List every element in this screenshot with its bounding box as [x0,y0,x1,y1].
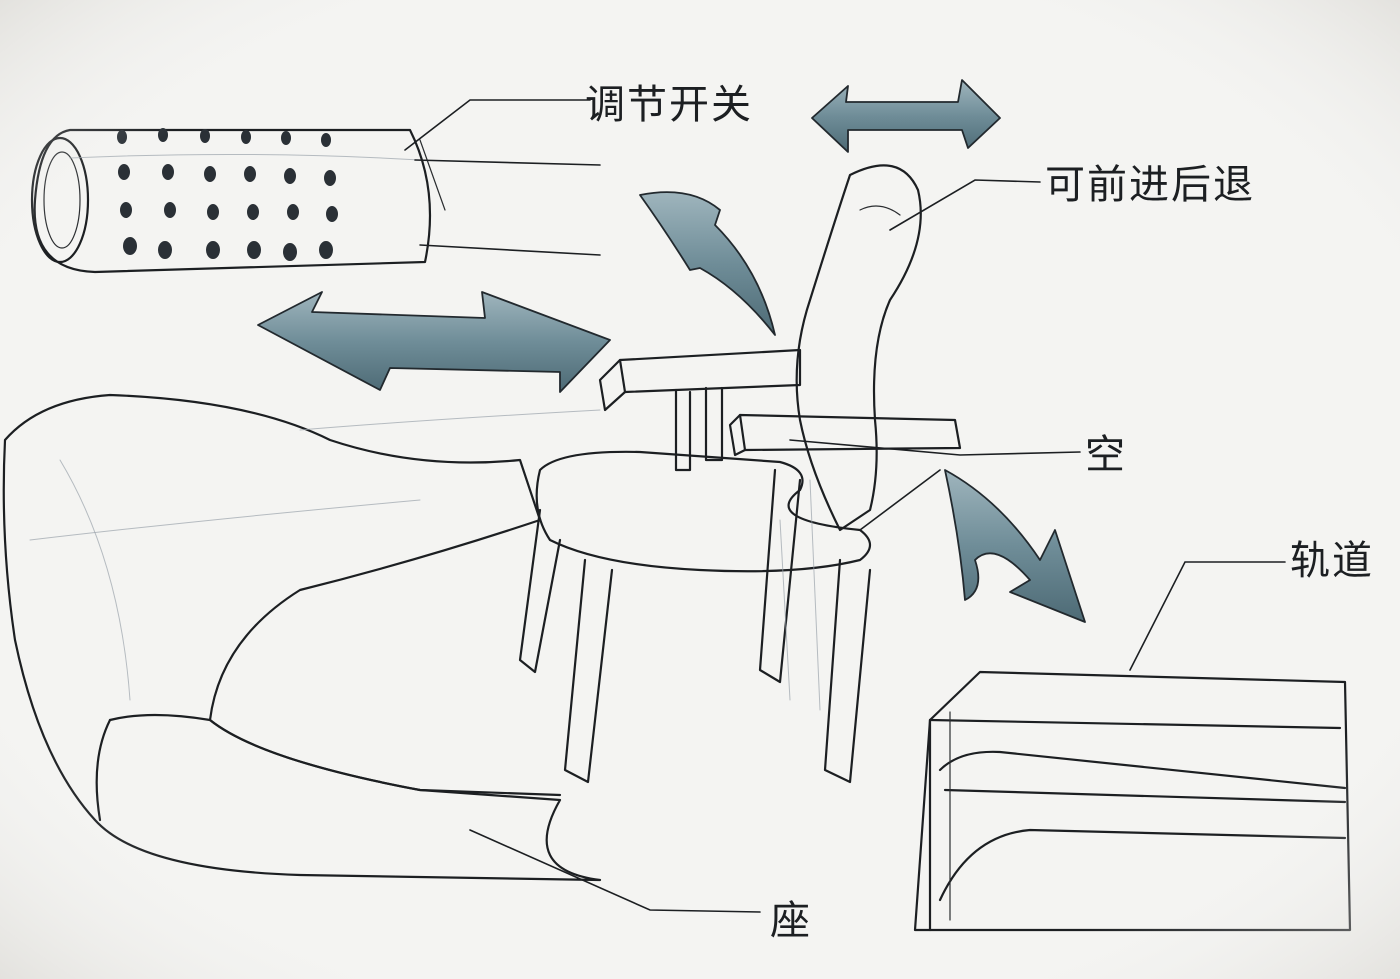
switch-double-arrow [257,291,611,393]
label-gap: 空 [1085,432,1127,478]
seat-surface [535,450,872,573]
seat-back-panel [795,164,922,532]
label-base: 座 [770,898,812,944]
label-forward-backward: 可前进后退 [1045,162,1255,208]
rail-track-block [913,670,1352,932]
down-curved-arrow [944,469,1086,623]
label-adjustment-switch: 调节开关 [585,82,753,128]
label-rail: 轨道 [1290,538,1374,584]
seat-back-double-arrow [811,79,1001,153]
base-shell [2,393,602,882]
tilt-curved-arrow [639,191,776,336]
adjustment-switch-cylinder [30,128,446,274]
cylinder-holes [117,128,338,261]
